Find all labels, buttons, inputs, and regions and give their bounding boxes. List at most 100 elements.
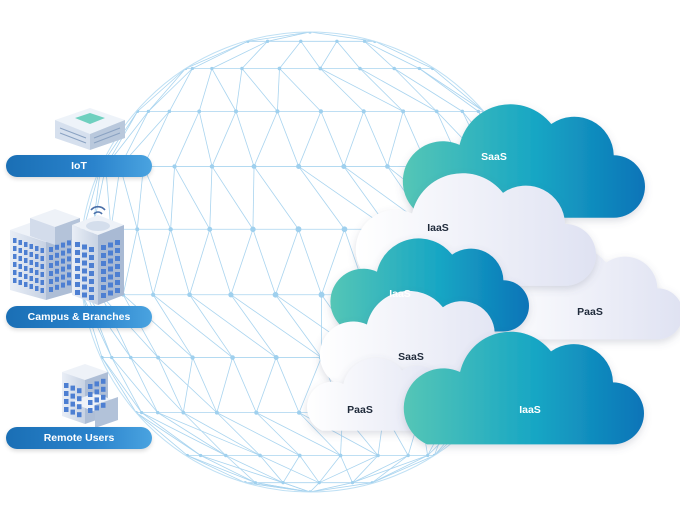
window xyxy=(13,278,17,283)
mesh-link xyxy=(363,111,388,167)
window xyxy=(64,391,69,396)
mesh-node xyxy=(197,109,202,114)
window xyxy=(35,286,39,291)
mesh-link xyxy=(189,294,233,358)
window xyxy=(35,254,39,259)
mesh-link xyxy=(277,111,300,167)
mesh-link xyxy=(241,41,268,69)
window xyxy=(67,256,71,262)
mesh-link xyxy=(374,40,433,69)
mesh-link xyxy=(359,68,404,112)
mesh-node xyxy=(110,355,114,360)
mesh-link xyxy=(137,68,186,112)
mesh-link xyxy=(419,68,479,112)
window xyxy=(101,285,106,290)
window xyxy=(55,268,59,274)
mesh-link xyxy=(336,41,361,69)
building-windows xyxy=(13,238,120,418)
mesh-link xyxy=(209,229,232,295)
mesh-node xyxy=(277,66,282,71)
window xyxy=(101,386,106,392)
window xyxy=(40,256,44,261)
window xyxy=(115,264,120,269)
window xyxy=(89,271,94,276)
window xyxy=(29,276,33,281)
mesh-link xyxy=(187,455,256,484)
mesh-link xyxy=(141,412,226,456)
window xyxy=(115,280,120,285)
mesh-node xyxy=(228,292,234,298)
mesh-link xyxy=(111,357,142,413)
mesh-node xyxy=(254,410,259,415)
mesh-link xyxy=(235,111,255,167)
window xyxy=(29,244,33,249)
mesh-link xyxy=(299,455,320,483)
mesh-link xyxy=(209,166,213,230)
mesh-link xyxy=(225,455,256,483)
mesh-link xyxy=(277,68,280,112)
mesh-node xyxy=(296,163,302,169)
mesh-node xyxy=(155,410,160,415)
mesh-link xyxy=(255,482,311,492)
window xyxy=(49,287,53,292)
mesh-link xyxy=(432,68,485,112)
window xyxy=(77,396,82,402)
window xyxy=(82,244,87,250)
mesh-node xyxy=(317,481,321,485)
mesh-link xyxy=(352,455,428,484)
window xyxy=(13,254,17,259)
mesh-link xyxy=(136,229,154,295)
window xyxy=(67,280,71,286)
mesh-link xyxy=(192,357,218,413)
mesh-node xyxy=(296,410,302,415)
mesh-link xyxy=(352,455,409,484)
iot-device-icon xyxy=(55,108,125,150)
window xyxy=(88,384,93,389)
window xyxy=(101,253,106,258)
mesh-link xyxy=(252,229,276,295)
mesh-link xyxy=(230,294,277,358)
mesh-link xyxy=(320,68,404,112)
mesh-link xyxy=(200,455,284,484)
window xyxy=(49,263,53,268)
window xyxy=(89,295,94,300)
window xyxy=(61,250,65,256)
mesh-node xyxy=(273,355,279,361)
mesh-link xyxy=(282,455,301,483)
mesh-node xyxy=(460,109,465,114)
window xyxy=(108,266,113,272)
mesh-link xyxy=(225,455,284,484)
window xyxy=(61,282,65,288)
mesh-link xyxy=(157,412,261,456)
window xyxy=(40,280,44,285)
window xyxy=(88,400,93,405)
mesh-link xyxy=(216,357,233,413)
mesh-link xyxy=(241,68,278,112)
category-remote-users: Remote Users xyxy=(6,427,152,449)
mesh-link xyxy=(174,166,211,230)
mesh-link xyxy=(135,412,201,456)
mesh-link xyxy=(309,482,320,492)
cloud-label-iaas-bottom: IaaS xyxy=(519,404,541,416)
mesh-node xyxy=(299,39,303,43)
window xyxy=(13,246,17,251)
mesh-link xyxy=(252,166,255,230)
window xyxy=(82,276,87,282)
mesh-link xyxy=(185,40,248,69)
mesh-link xyxy=(282,482,311,492)
mesh-node xyxy=(172,164,177,169)
window xyxy=(75,258,80,263)
window xyxy=(101,402,106,408)
window xyxy=(89,255,94,260)
mesh-node xyxy=(434,109,439,114)
mesh-link xyxy=(372,455,435,484)
mesh-link xyxy=(256,412,301,456)
mesh-link xyxy=(267,32,311,42)
window xyxy=(18,280,22,285)
window xyxy=(75,290,80,295)
mesh-link xyxy=(279,41,302,69)
mesh-node xyxy=(224,453,228,458)
window xyxy=(70,409,75,415)
window xyxy=(24,266,28,271)
